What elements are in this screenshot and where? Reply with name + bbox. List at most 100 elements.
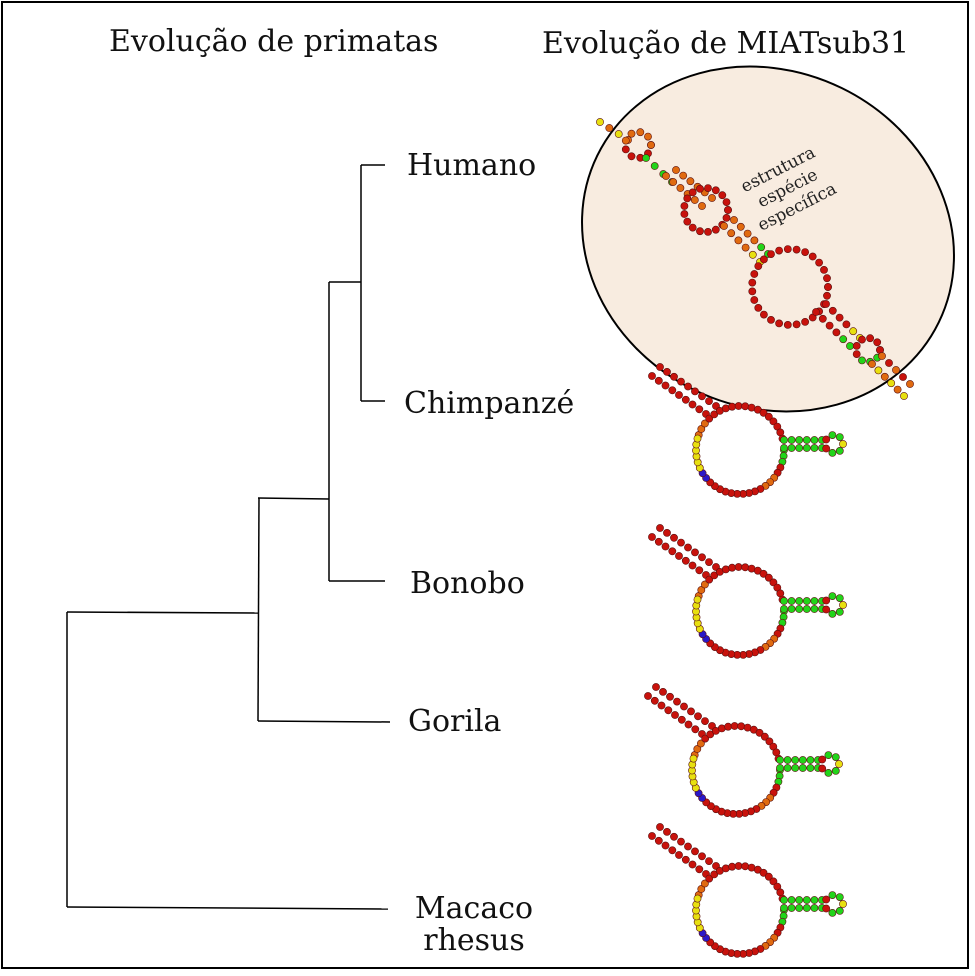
loop-nucleotide (696, 227, 704, 236)
loop-nucleotide (775, 246, 783, 255)
side-stem-nucleotide (795, 896, 804, 904)
loop-nucleotide (734, 563, 743, 571)
terminal-loop-nucleotide (828, 431, 837, 439)
label-chimpanze: Chimpanzé (404, 386, 575, 421)
loop-nucleotide (701, 734, 710, 743)
side-stem-nucleotide (787, 436, 796, 444)
stem-nucleotide (644, 692, 652, 700)
loop-nucleotide (704, 184, 712, 192)
side-stem-nucleotide (791, 756, 800, 764)
loop-nucleotide (680, 210, 689, 218)
stem-nucleotide (686, 177, 695, 186)
stem-nucleotide (677, 715, 686, 724)
branch-macaco (66, 906, 389, 910)
stem-nucleotide (679, 171, 688, 180)
stem-nucleotide (695, 865, 704, 874)
loop-nucleotide (705, 414, 714, 423)
stem-nucleotide (677, 837, 685, 846)
stem-nucleotide (654, 836, 663, 845)
loop-nucleotide (728, 862, 736, 871)
stem-nucleotide (900, 392, 908, 400)
stem-nucleotide (605, 124, 614, 132)
loop-nucleotide (748, 278, 757, 287)
stem-nucleotide (648, 372, 656, 380)
loop-nucleotide (759, 408, 768, 417)
terminal-loop-nucleotide (828, 592, 837, 600)
side-stem-nucleotide (776, 764, 784, 772)
loop-nucleotide (801, 248, 809, 256)
loop-nucleotide (737, 722, 746, 731)
stem-nucleotide (668, 846, 677, 855)
terminal-loop-nucleotide (839, 440, 847, 448)
stem-nucleotide (688, 561, 697, 570)
stem-nucleotide (677, 538, 685, 547)
stem-nucleotide (596, 118, 604, 126)
stem-nucleotide (892, 366, 900, 374)
stem-nucleotide (684, 543, 692, 552)
stem-nucleotide (666, 692, 674, 701)
loop-nucleotide (767, 315, 775, 324)
stem-nucleotide (748, 250, 757, 259)
stem-nucleotide (846, 342, 854, 350)
stem-nucleotide (835, 313, 844, 322)
stem-nucleotide (675, 552, 683, 560)
label-gorila: Gorila (408, 704, 502, 739)
stem-nucleotide (698, 392, 706, 401)
loop-nucleotide (760, 732, 769, 741)
stem-nucleotide (662, 172, 670, 180)
stem-nucleotide (825, 321, 834, 330)
stem-nucleotide (677, 377, 685, 386)
stem-nucleotide (661, 841, 670, 850)
stem-nucleotide (672, 166, 680, 174)
stem-nucleotide (657, 701, 666, 710)
stem-nucleotide (670, 832, 678, 841)
loop-nucleotide (711, 186, 720, 195)
side-stem-nucleotide (795, 436, 804, 444)
side-stem-nucleotide (783, 764, 792, 772)
loop-nucleotide (728, 402, 736, 411)
loop-nucleotide (759, 868, 768, 877)
loop-nucleotide (750, 270, 759, 278)
side-stem-nucleotide (802, 904, 811, 912)
stem-nucleotide (661, 381, 670, 390)
loop-nucleotide (627, 129, 636, 138)
stem-nucleotide (681, 855, 690, 864)
loop-nucleotide (693, 745, 702, 753)
side-stem-nucleotide (810, 605, 819, 613)
terminal-loop-nucleotide (835, 608, 844, 616)
stem-nucleotide (842, 320, 851, 329)
loop-nucleotide (852, 341, 861, 350)
stem-nucleotide (893, 385, 902, 394)
stem-nucleotide (668, 547, 677, 556)
loop-nucleotide (706, 730, 715, 739)
loop-nucleotide (823, 291, 831, 300)
loop-nucleotide (741, 402, 750, 411)
loop-nucleotide (741, 862, 750, 871)
terminal-loop-nucleotide (839, 900, 847, 908)
loop-nucleotide (627, 152, 636, 161)
loop-nucleotide (718, 191, 727, 200)
loop-nucleotide (636, 128, 645, 137)
stem-nucleotide (741, 243, 750, 252)
terminal-loop-nucleotide (818, 764, 827, 773)
side-stem-nucleotide (787, 597, 796, 605)
stem-nucleotide (648, 533, 656, 541)
label-macaco-rhesus: Macaco rhesus (404, 893, 544, 957)
loop-nucleotide (705, 575, 714, 584)
loop-nucleotide (741, 563, 750, 572)
heading-miat-evolution: Evolução de MIATsub31 (542, 26, 910, 61)
stem-nucleotide (705, 857, 713, 865)
stem-nucleotide (828, 306, 837, 315)
stem-nucleotide (661, 542, 670, 551)
loop-nucleotide (823, 274, 831, 283)
loop-nucleotide (704, 227, 712, 236)
loop-nucleotide (710, 870, 719, 879)
stem-nucleotide (675, 851, 683, 859)
stem-nucleotide (874, 366, 883, 375)
loop-nucleotide (728, 563, 736, 572)
stem-nucleotide (684, 382, 692, 391)
label-humano: Humano (407, 148, 537, 183)
terminal-loop-nucleotide (835, 907, 844, 915)
label-bonobo: Bonobo (410, 566, 525, 601)
